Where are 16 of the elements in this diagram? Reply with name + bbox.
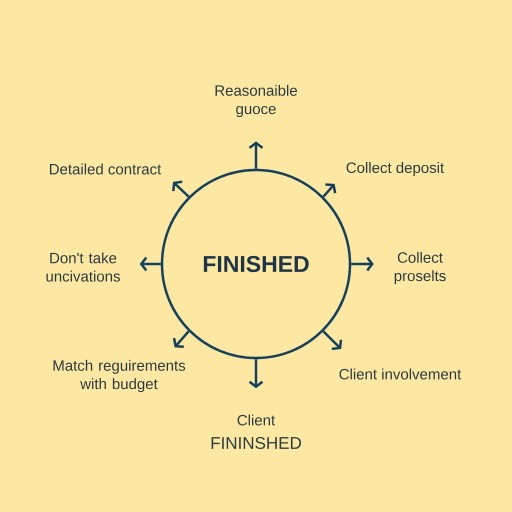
arrow	[248, 359, 264, 388]
arrow	[322, 330, 342, 350]
arrow	[172, 180, 190, 198]
label: Client	[238, 414, 276, 426]
label: Reasonaible guoce	[216, 84, 297, 118]
label: Detailed contract	[50, 164, 162, 174]
arrow	[322, 183, 336, 198]
arrow	[172, 330, 190, 348]
label: Match reguirements with budget	[54, 360, 186, 392]
arrow	[351, 256, 374, 272]
arrow	[248, 141, 264, 169]
arrow	[140, 256, 161, 272]
label: Don't take uncivations	[46, 252, 120, 282]
label: Client involvement	[340, 368, 462, 380]
label: FININSHED	[212, 436, 301, 450]
label: Collect proselts	[394, 252, 446, 284]
